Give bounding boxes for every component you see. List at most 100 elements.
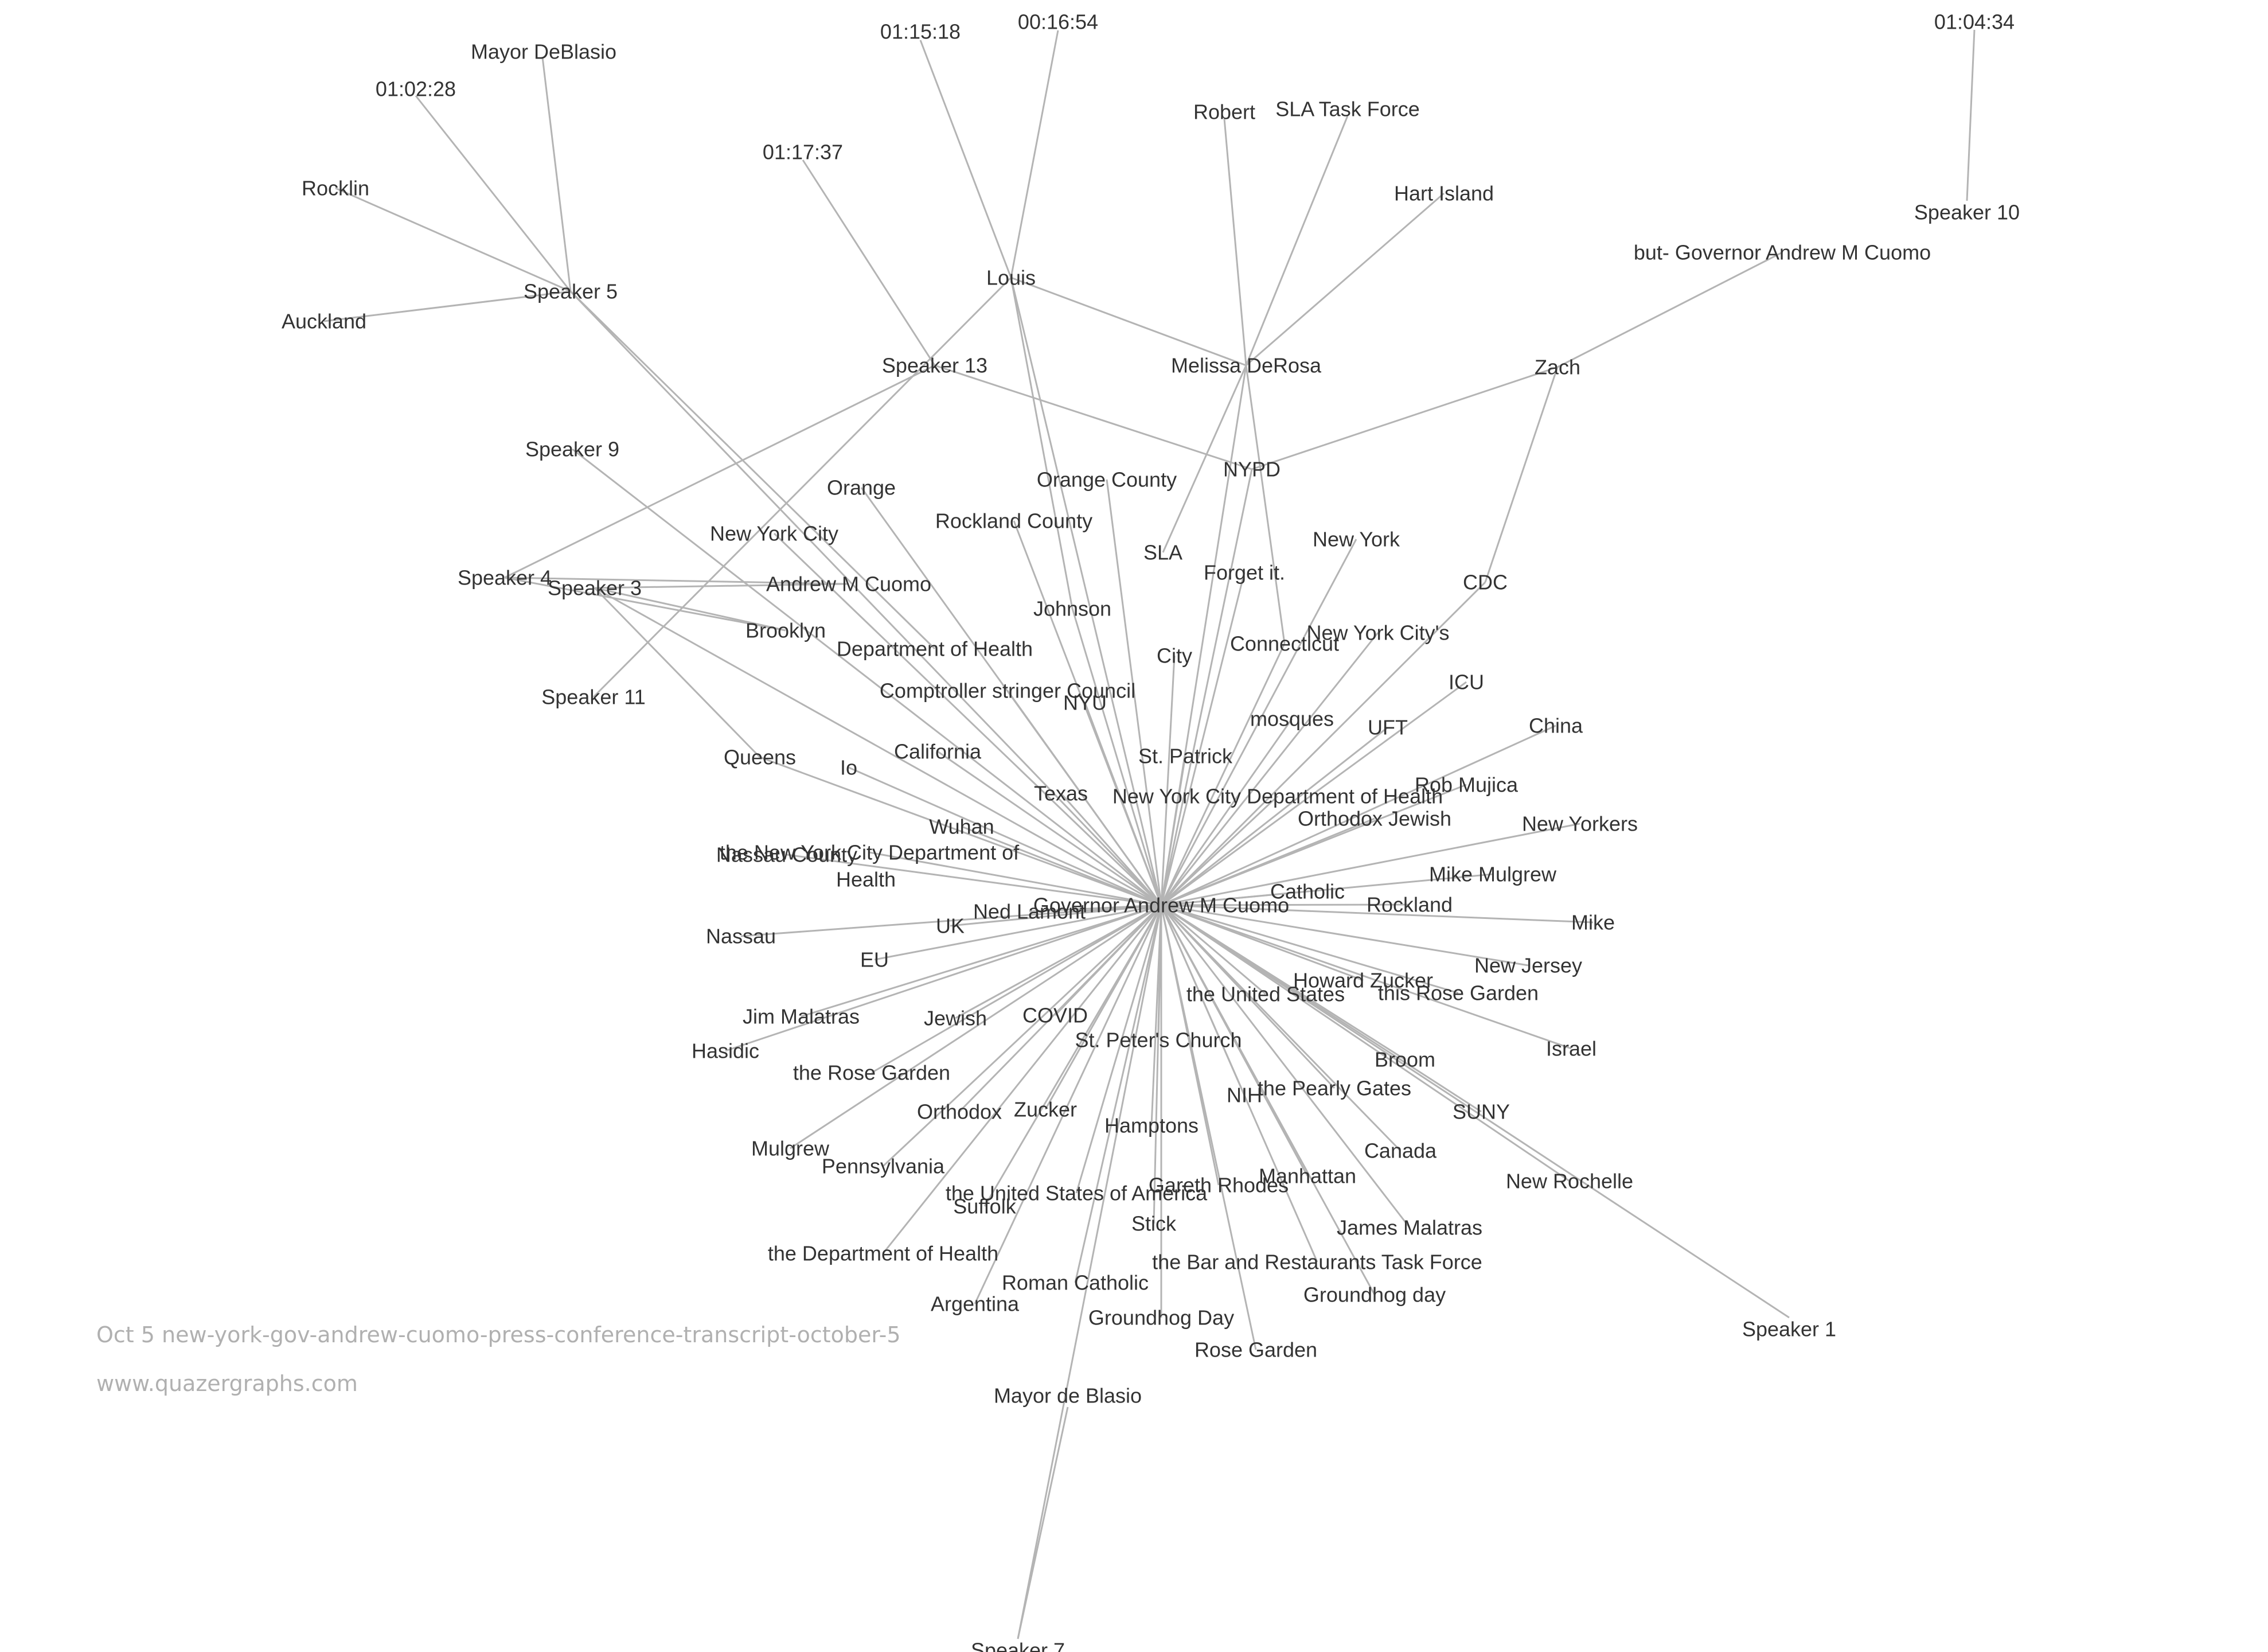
node-label-theus: the United States (1186, 983, 1345, 1006)
edge-gov-thisrosegarden (1161, 904, 1459, 994)
edge-sp4-amc (504, 576, 849, 585)
node-label-robmujica: Rob Mujica (1415, 773, 1518, 797)
node-label-hart: Hart Island (1394, 182, 1494, 205)
edge-gov-orange_county (1106, 479, 1162, 906)
edge-gov-canada (1160, 904, 1402, 1152)
edge-gov-orthodox (958, 904, 1162, 1113)
node-label-nycdoh: New York City Department of Health (1112, 785, 1443, 808)
edge-gov-newyorkers (1161, 823, 1580, 906)
edge-gov-jamesmalatras (1160, 905, 1411, 1228)
node-label-amc: Andrew M Cuomo (766, 572, 931, 596)
node-label-jamesmalatras: James Malatras (1337, 1216, 1482, 1240)
node-label-newyorkers: New Yorkers (1522, 812, 1638, 836)
node-label-pearlygates: the Pearly Gates (1258, 1077, 1411, 1100)
edge-sp5-mayor_deblasio (541, 57, 572, 292)
node-label-nypd: NYPD (1223, 458, 1281, 481)
node-label-sp11: Speaker 11 (541, 685, 645, 709)
node-label-t001654: 00:16:54 (1018, 10, 1098, 34)
node-label-china: China (1529, 714, 1583, 738)
node-label-manhattan: Manhattan (1259, 1164, 1356, 1188)
node-label-louis: Louis (986, 266, 1036, 290)
edge-louis-melissa (1010, 276, 1247, 367)
edge-gov-hasidic (725, 904, 1162, 1052)
node-label-io: Io (840, 756, 857, 780)
node-label-texas: Texas (1034, 782, 1088, 805)
edge-gov-suny (1161, 904, 1482, 1113)
edge-louis-johnson (1010, 277, 1074, 609)
edge-melissa-sla_task (1245, 115, 1349, 366)
edge-sp9-gov (572, 448, 1162, 906)
node-label-nih: NIH (1227, 1084, 1262, 1107)
node-label-suffolk: Suffolk (953, 1195, 1016, 1218)
node-label-romancatholic: Roman Catholic (1002, 1271, 1149, 1295)
node-label-sp9: Speaker 9 (525, 438, 619, 461)
node-label-thenycdoh: the New York City Department of (720, 841, 1020, 864)
edge-melissa-sla (1162, 365, 1247, 553)
node-label-hamptons: Hamptons (1104, 1114, 1199, 1137)
edge-gov-nypd (1160, 469, 1253, 906)
edge-gov-jewish (955, 904, 1162, 1019)
edge-zach-but_gov (1557, 251, 1783, 368)
edge-sp7-gov (1017, 905, 1162, 1639)
edge-gov-newjersey (1161, 904, 1529, 967)
node-label-sp7: Speaker 7 (971, 1639, 1065, 1652)
node-label-gov: Governor Andrew M Cuomo (1033, 894, 1289, 917)
edge-gov-theus (1161, 904, 1266, 995)
node-label-forget: Forget it. (1204, 561, 1285, 585)
node-label-stick: Stick (1131, 1212, 1177, 1236)
node-label-t011518: 01:15:18 (880, 20, 961, 44)
edge-gov-mulgrew (790, 904, 1162, 1150)
node-label-sla: SLA (1143, 541, 1182, 564)
node-label-nyc: New York City (710, 522, 838, 546)
node-label-usa: the United States of America (946, 1182, 1208, 1205)
node-label-suny: SUNY (1453, 1100, 1510, 1124)
node-label-uft: UFT (1368, 716, 1408, 739)
edge-gov-usa (1075, 905, 1162, 1194)
node-label-mike: Mike (1571, 911, 1615, 934)
node-label-zucker: Zucker (1014, 1098, 1077, 1121)
edge-gov-nyu (1084, 702, 1162, 906)
node-label-sla_task: SLA Task Force (1275, 98, 1419, 121)
node-label-mosques: mosques (1250, 707, 1334, 731)
edge-gov-nycs (1160, 632, 1379, 906)
edge-gov-queens (759, 756, 1162, 906)
node-label-sp5: Speaker 5 (524, 280, 618, 303)
node-label-brooklyn: Brooklyn (745, 619, 826, 642)
edge-gov-connecticut (1160, 643, 1286, 906)
node-label-auckland: Auckland (282, 310, 366, 333)
node-label-hasidic: Hasidic (692, 1039, 759, 1063)
edge-gov-thenycdoh (869, 851, 1162, 906)
edge-gov-barrest (1160, 905, 1318, 1263)
edge-zach-cdc (1484, 367, 1559, 583)
node-label-california: California (894, 740, 982, 763)
edge-sp13-sp4 (504, 364, 935, 579)
node-label-sp4: Speaker 4 (458, 566, 552, 590)
edge-gov-groundhogday_l (1160, 905, 1376, 1295)
node-label-rocklin: Rocklin (302, 177, 369, 200)
edge-gov-newyork (1160, 539, 1357, 906)
edge-melissa-connecticut (1245, 365, 1286, 644)
edge-zach-nypd (1251, 366, 1558, 470)
edge-gov-catholic (1161, 890, 1308, 906)
node-label-queens: Queens (724, 746, 796, 769)
node-label-thisrosegarden: this Rose Garden (1378, 981, 1539, 1005)
node-label-jimmalatras: Jim Malatras (743, 1005, 860, 1028)
edge-gov-newrochelle (1161, 904, 1570, 1182)
node-label-pennsylvania: Pennsylvania (822, 1155, 945, 1178)
edge-gov-therosegarden (871, 904, 1162, 1074)
edge-gov-nycdoh (1160, 795, 1279, 906)
node-label-howardzucker: Howard Zucker (1293, 969, 1433, 992)
node-label-connecticut: Connecticut (1230, 632, 1339, 656)
edge-sp5-rocklin (335, 187, 571, 293)
edge-gov-pennsylvania (882, 904, 1162, 1167)
node-label-newyork: New York (1313, 528, 1400, 551)
node-label-mayordeblasio2: Mayor de Blasio (994, 1384, 1142, 1408)
node-label-argentina: Argentina (931, 1292, 1020, 1316)
edge-sp5-t010228 (415, 95, 572, 292)
node-label-wuhan: Wuhan (929, 815, 994, 839)
node-label-sp13: Speaker 13 (882, 354, 987, 377)
edge-sp5-gov (569, 290, 1162, 906)
edge-gov-israel (1161, 904, 1572, 1050)
node-label-city: City (1157, 644, 1192, 668)
